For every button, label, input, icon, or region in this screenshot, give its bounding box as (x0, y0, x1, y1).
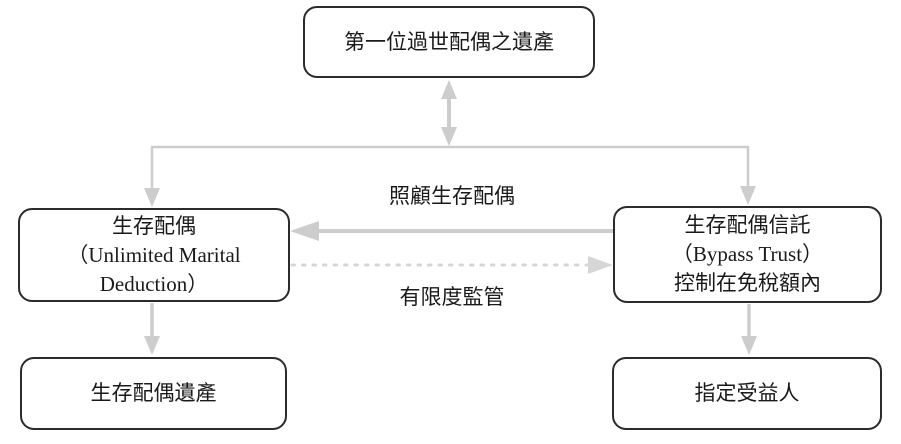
node-text-line: 指定受益人 (694, 381, 800, 405)
node-text-line: Deduction） (99, 271, 209, 296)
edge-label-limited-supervision: 有限度監管 (399, 285, 505, 309)
arrow-supervision-dotted (290, 256, 613, 274)
node-text-line: （Bypass Trust） (671, 242, 824, 266)
edge-label-care-for-surviving-spouse: 照顧生存配偶 (389, 184, 515, 208)
arrow-care-left (290, 221, 613, 241)
node-first-deceased-spouse-estate: 第一位過世配偶之遺產 (303, 6, 595, 78)
node-surviving-spouse-marital-deduction: 生存配偶 （Unlimited Marital Deduction） (18, 208, 290, 302)
node-text-line: 第一位過世配偶之遺產 (344, 29, 554, 54)
node-surviving-spouse-estate: 生存配偶遺產 (20, 357, 287, 430)
node-designated-beneficiaries: 指定受益人 (612, 357, 882, 430)
node-text-line: （Unlimited Marital (67, 242, 241, 267)
node-text-line: 控制在免稅額內 (674, 271, 821, 295)
arrow-right-down (741, 304, 757, 355)
node-bypass-trust: 生存配偶信託 （Bypass Trust） 控制在免稅額內 (613, 206, 882, 303)
node-text-line: 生存配偶信託 (684, 213, 811, 237)
arrow-left-down (144, 303, 160, 355)
node-text-line: 生存配偶 (112, 213, 196, 238)
branch-connector (144, 145, 756, 207)
node-text-line: 生存配偶遺產 (90, 381, 217, 405)
arrow-top-bidirectional (441, 80, 457, 146)
